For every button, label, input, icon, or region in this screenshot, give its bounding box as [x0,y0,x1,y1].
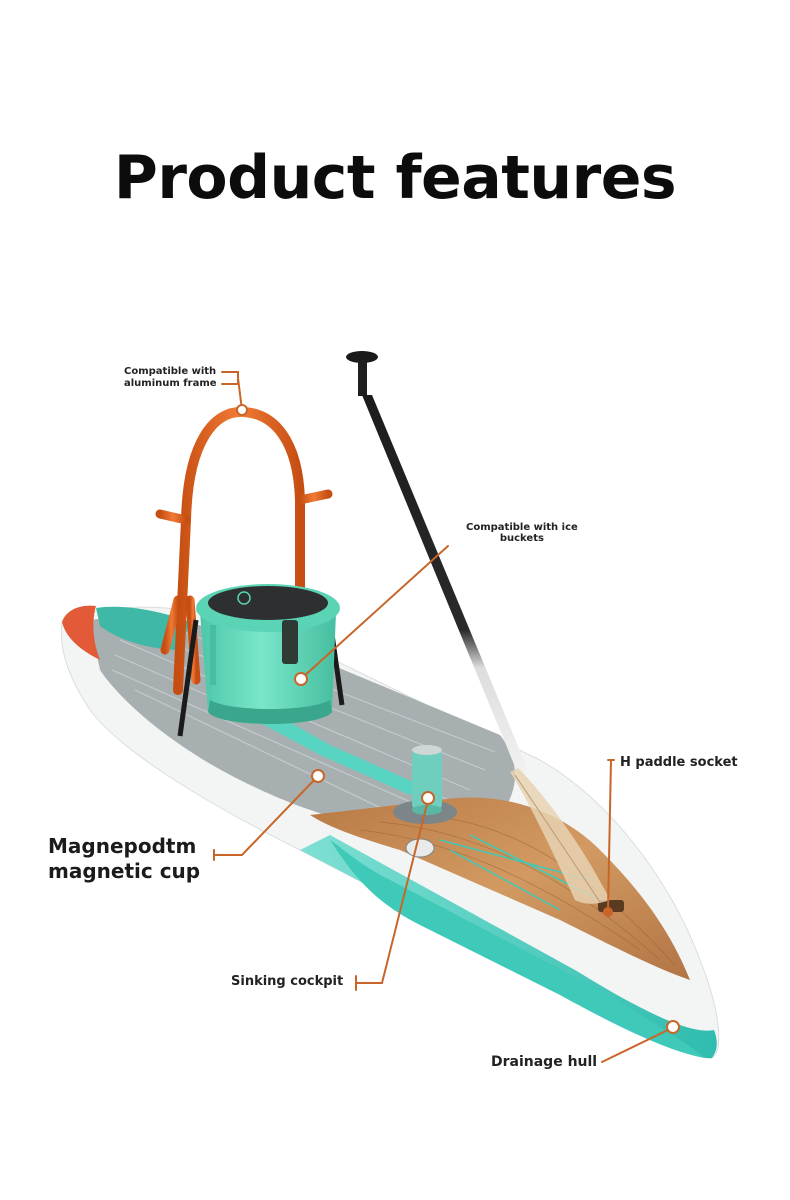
callout-aluminum-frame-line2: aluminum frame [124,378,217,389]
callout-sinking-cockpit: Sinking cockpit [231,974,344,989]
page-title: Product features [113,143,677,213]
callout-aluminum-frame-line1: Compatible with [124,366,217,377]
paddle [346,351,610,904]
paddle-board [60,605,720,1059]
callout-ice-bucket: Compatible with ice buckets [466,522,578,544]
magnetic-cup [412,745,442,815]
ice-bucket [196,584,340,724]
callout-lines [213,371,680,1063]
callout-magnetic-cup-line1: Magnepodtm [48,834,197,858]
callout-magnetic-cup-line2: magnetic cup [48,859,201,883]
callout-aluminum-frame: Compatible with aluminum frame [124,366,217,390]
callout-ice-bucket-line2: buckets [499,533,544,544]
callout-paddle-socket: H paddle socket [620,755,738,770]
callout-drainage-hull: Drainage hull [491,1054,598,1070]
callout-ice-bucket-line1: Compatible with ice [466,522,578,533]
callout-magnetic-cup: Magnepodtm magnetic cup [48,834,200,884]
